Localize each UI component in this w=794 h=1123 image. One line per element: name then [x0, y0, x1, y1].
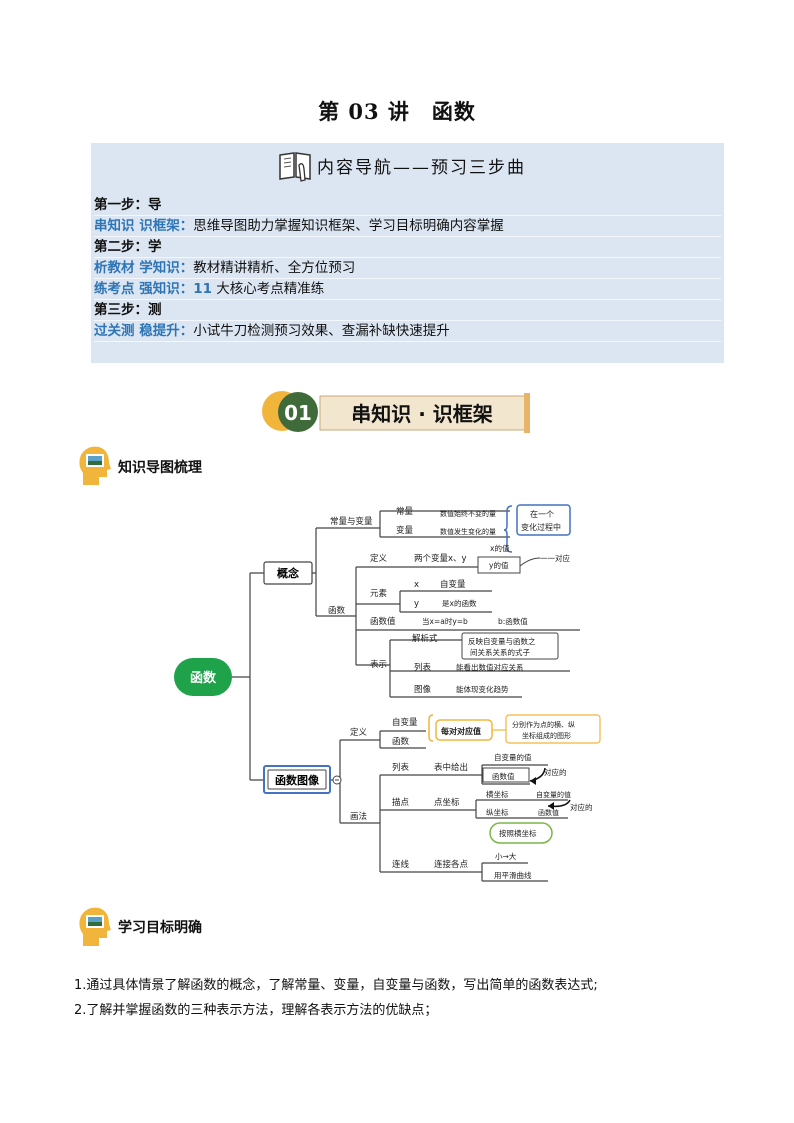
row-number: 11 [193, 281, 212, 297]
mm-y: y [414, 599, 419, 609]
mm-g-indep: 自变量 [392, 717, 418, 728]
mm-plot: 描点 [392, 797, 410, 808]
mm-when: 当x=a时y=b [422, 616, 468, 626]
mm-pair-desc1: 分别作为点的横、纵 [512, 720, 575, 729]
mm-g-def: 定义 [350, 727, 368, 738]
mind-map: 函数 概念 函数图像 常量与变量 常量 数值始终不变的量 变量 数值发生变化的量… [174, 504, 601, 882]
mm-var: 变量 [396, 525, 414, 536]
mm-analytic: 解析式 [412, 633, 438, 644]
mm-image: 图像 [414, 684, 432, 695]
mm-corr2: 对应的 [544, 767, 567, 777]
row-label: 串知识 识框架： [94, 218, 194, 234]
concept-node: 概念 [277, 566, 300, 580]
nav-row-framework: 串知识 识框架：思维导图助力掌握知识框架、学习目标明确内容掌握 [94, 216, 721, 237]
mm-method: 画法 [350, 811, 367, 822]
section-banner: 01 串知识 · 识框架 [262, 391, 530, 433]
banner-number: 01 [284, 401, 312, 425]
mm-corr3: 对应的 [570, 802, 593, 812]
step-label: 第二步：学 [94, 239, 162, 255]
mm-yfunc: 是x的函数 [442, 598, 477, 608]
mm-pair: 每对对应值 [441, 726, 481, 736]
mm-analytic-desc1: 反映自变量与函数之 [468, 636, 536, 646]
row-label: 析教材 学知识： [94, 260, 194, 276]
head-icon [79, 907, 111, 946]
row-label: 过关测 稳提升： [94, 323, 194, 339]
mm-hx: 横坐标 [486, 789, 509, 799]
mm-corr: 一一对应 [540, 553, 570, 563]
mm-var-desc: 数值发生变化的量 [440, 527, 496, 536]
mm-coord: 点坐标 [434, 797, 460, 808]
mm-zy-val: 函数值 [538, 808, 559, 817]
nav-row-test: 过关测 稳提升：小试牛刀检测预习效果、查漏补缺快速提升 [94, 321, 721, 342]
mm-def: 定义 [370, 553, 388, 564]
nav-row-textbook: 析教材 学知识：教材精讲精析、全方位预习 [94, 258, 721, 279]
mm-indep-val: 自变量的值 [494, 752, 532, 762]
mm-hx-val: 自变量的值 [536, 790, 571, 799]
mm-image-desc: 能体现变化趋势 [456, 684, 509, 694]
mm-elements: 元素 [370, 588, 388, 599]
objective-1: 1.通过具体情景了解函数的概念，了解常量、变量，自变量与函数，写出简单的函数表达… [74, 978, 598, 993]
book-icon [279, 152, 311, 182]
mm-table: 列表 [414, 662, 432, 673]
mm-connect-pts: 连接各点 [434, 859, 469, 870]
mm-analytic-desc2: 间关系关系的式子 [470, 647, 530, 657]
row-desc: 教材精讲精析、全方位预习 [193, 260, 356, 276]
nav-row-step2: 第二步：学 [94, 237, 721, 258]
mm-repr: 表示 [370, 659, 387, 670]
mm-g-func: 函数 [392, 736, 410, 747]
step-label: 第一步：导 [94, 197, 162, 213]
mm-connect: 连线 [392, 859, 410, 870]
section-title-objectives: 学习目标明确 [118, 920, 202, 936]
nav-header: 内容导航——预习三步曲 [91, 147, 724, 183]
mm-yval: y的值 [489, 560, 509, 570]
mm-x: x [414, 580, 419, 590]
mm-inprocess-2: 变化过程中 [521, 522, 561, 532]
step-label: 第三步：测 [94, 302, 162, 318]
root-node: 函数 [190, 670, 217, 686]
mm-const-desc: 数值始终不变的量 [440, 509, 496, 518]
nav-title: 内容导航——预习三步曲 [317, 158, 526, 178]
row-desc: 思维导图助力掌握知识框架、学习目标明确内容掌握 [193, 218, 504, 234]
nav-row-practice: 练考点 强知识：11 大核心考点精准练 [94, 279, 721, 300]
mm-func-val: 函数值 [492, 771, 515, 781]
row-desc: 大核心考点精准练 [212, 281, 325, 297]
mm-table-desc: 能看出数值对应关系 [456, 662, 524, 672]
graph-node: 函数图像 [275, 773, 320, 787]
content-navigation-box: 内容导航——预习三步曲 第一步：导 串知识 识框架：思维导图助力掌握知识框架、学… [91, 143, 724, 363]
head-icon [79, 446, 111, 485]
mm-pair-desc2: 坐标组成的图形 [522, 731, 571, 740]
mm-smooth: 用平滑曲线 [494, 870, 532, 880]
mm-two-vars: 两个变量x、y [414, 553, 467, 564]
mm-fval: 函数值 [370, 616, 396, 627]
mm-list: 列表 [392, 762, 410, 773]
mm-indep: 自变量 [440, 579, 466, 590]
nav-row-step3: 第三步：测 [94, 300, 721, 321]
mm-list-desc: 表中给出 [434, 762, 468, 773]
row-desc: 小试牛刀检测预习效果、查漏补缺快速提升 [193, 323, 450, 339]
mm-inprocess-1: 在一个 [530, 509, 554, 519]
mm-const: 常量 [396, 506, 414, 517]
mm-constvar: 常量与变量 [330, 516, 373, 527]
mm-func: 函数 [328, 605, 346, 616]
nav-row-step1: 第一步：导 [94, 195, 721, 216]
mm-order: 按照横坐标 [499, 828, 537, 838]
row-label: 练考点 强知识： [94, 281, 194, 297]
mm-bval: b:函数值 [498, 616, 528, 626]
objective-2: 2.了解并掌握函数的三种表示方法，理解各表示方法的优缺点； [74, 1003, 438, 1018]
page-title: 第 03 讲 函数 [318, 99, 476, 124]
mm-zy: 纵坐标 [486, 807, 509, 817]
mm-xval: x的值 [490, 543, 510, 553]
mm-small-big: 小→大 [495, 851, 517, 861]
banner-text: 串知识 · 识框架 [351, 402, 493, 426]
section-title-mindmap: 知识导图梳理 [118, 460, 202, 476]
